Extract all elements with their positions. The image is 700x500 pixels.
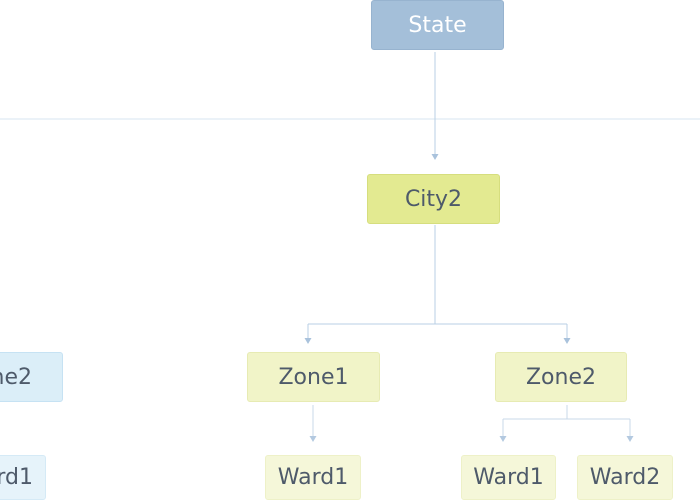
node-city2[interactable]: City2 <box>367 174 500 224</box>
arrowhead-zone2 <box>563 338 571 344</box>
node-ward2-label: Ward2 <box>589 465 661 490</box>
node-zone2[interactable]: Zone2 <box>495 352 627 402</box>
node-ward1-a-label: Ward1 <box>277 465 349 490</box>
arrowhead-ward2 <box>626 436 634 442</box>
node-zone1[interactable]: Zone1 <box>247 352 380 402</box>
node-ward1-b[interactable]: Ward1 <box>461 455 556 500</box>
node-zone1-label: Zone1 <box>278 364 349 390</box>
node-state[interactable]: State <box>371 0 504 50</box>
node-state-label: State <box>408 12 467 38</box>
node-city2-label: City2 <box>404 186 463 212</box>
node-ward1-b-label: Ward1 <box>473 465 544 490</box>
node-ward2[interactable]: Ward2 <box>577 455 673 500</box>
arrowhead-zone1 <box>304 338 312 344</box>
node-zone-left[interactable]: Zone2 <box>0 352 63 402</box>
node-ward-left-label: Ward1 <box>0 465 33 490</box>
node-zone-left-label: Zone2 <box>0 364 32 390</box>
node-zone2-label: Zone2 <box>525 364 596 390</box>
arrowhead-ward1-a <box>309 436 317 442</box>
node-ward1-a[interactable]: Ward1 <box>265 455 361 500</box>
node-ward-left[interactable]: Ward1 <box>0 455 46 500</box>
arrowhead-ward1-b <box>499 436 507 442</box>
arrowhead-city2 <box>431 154 439 160</box>
